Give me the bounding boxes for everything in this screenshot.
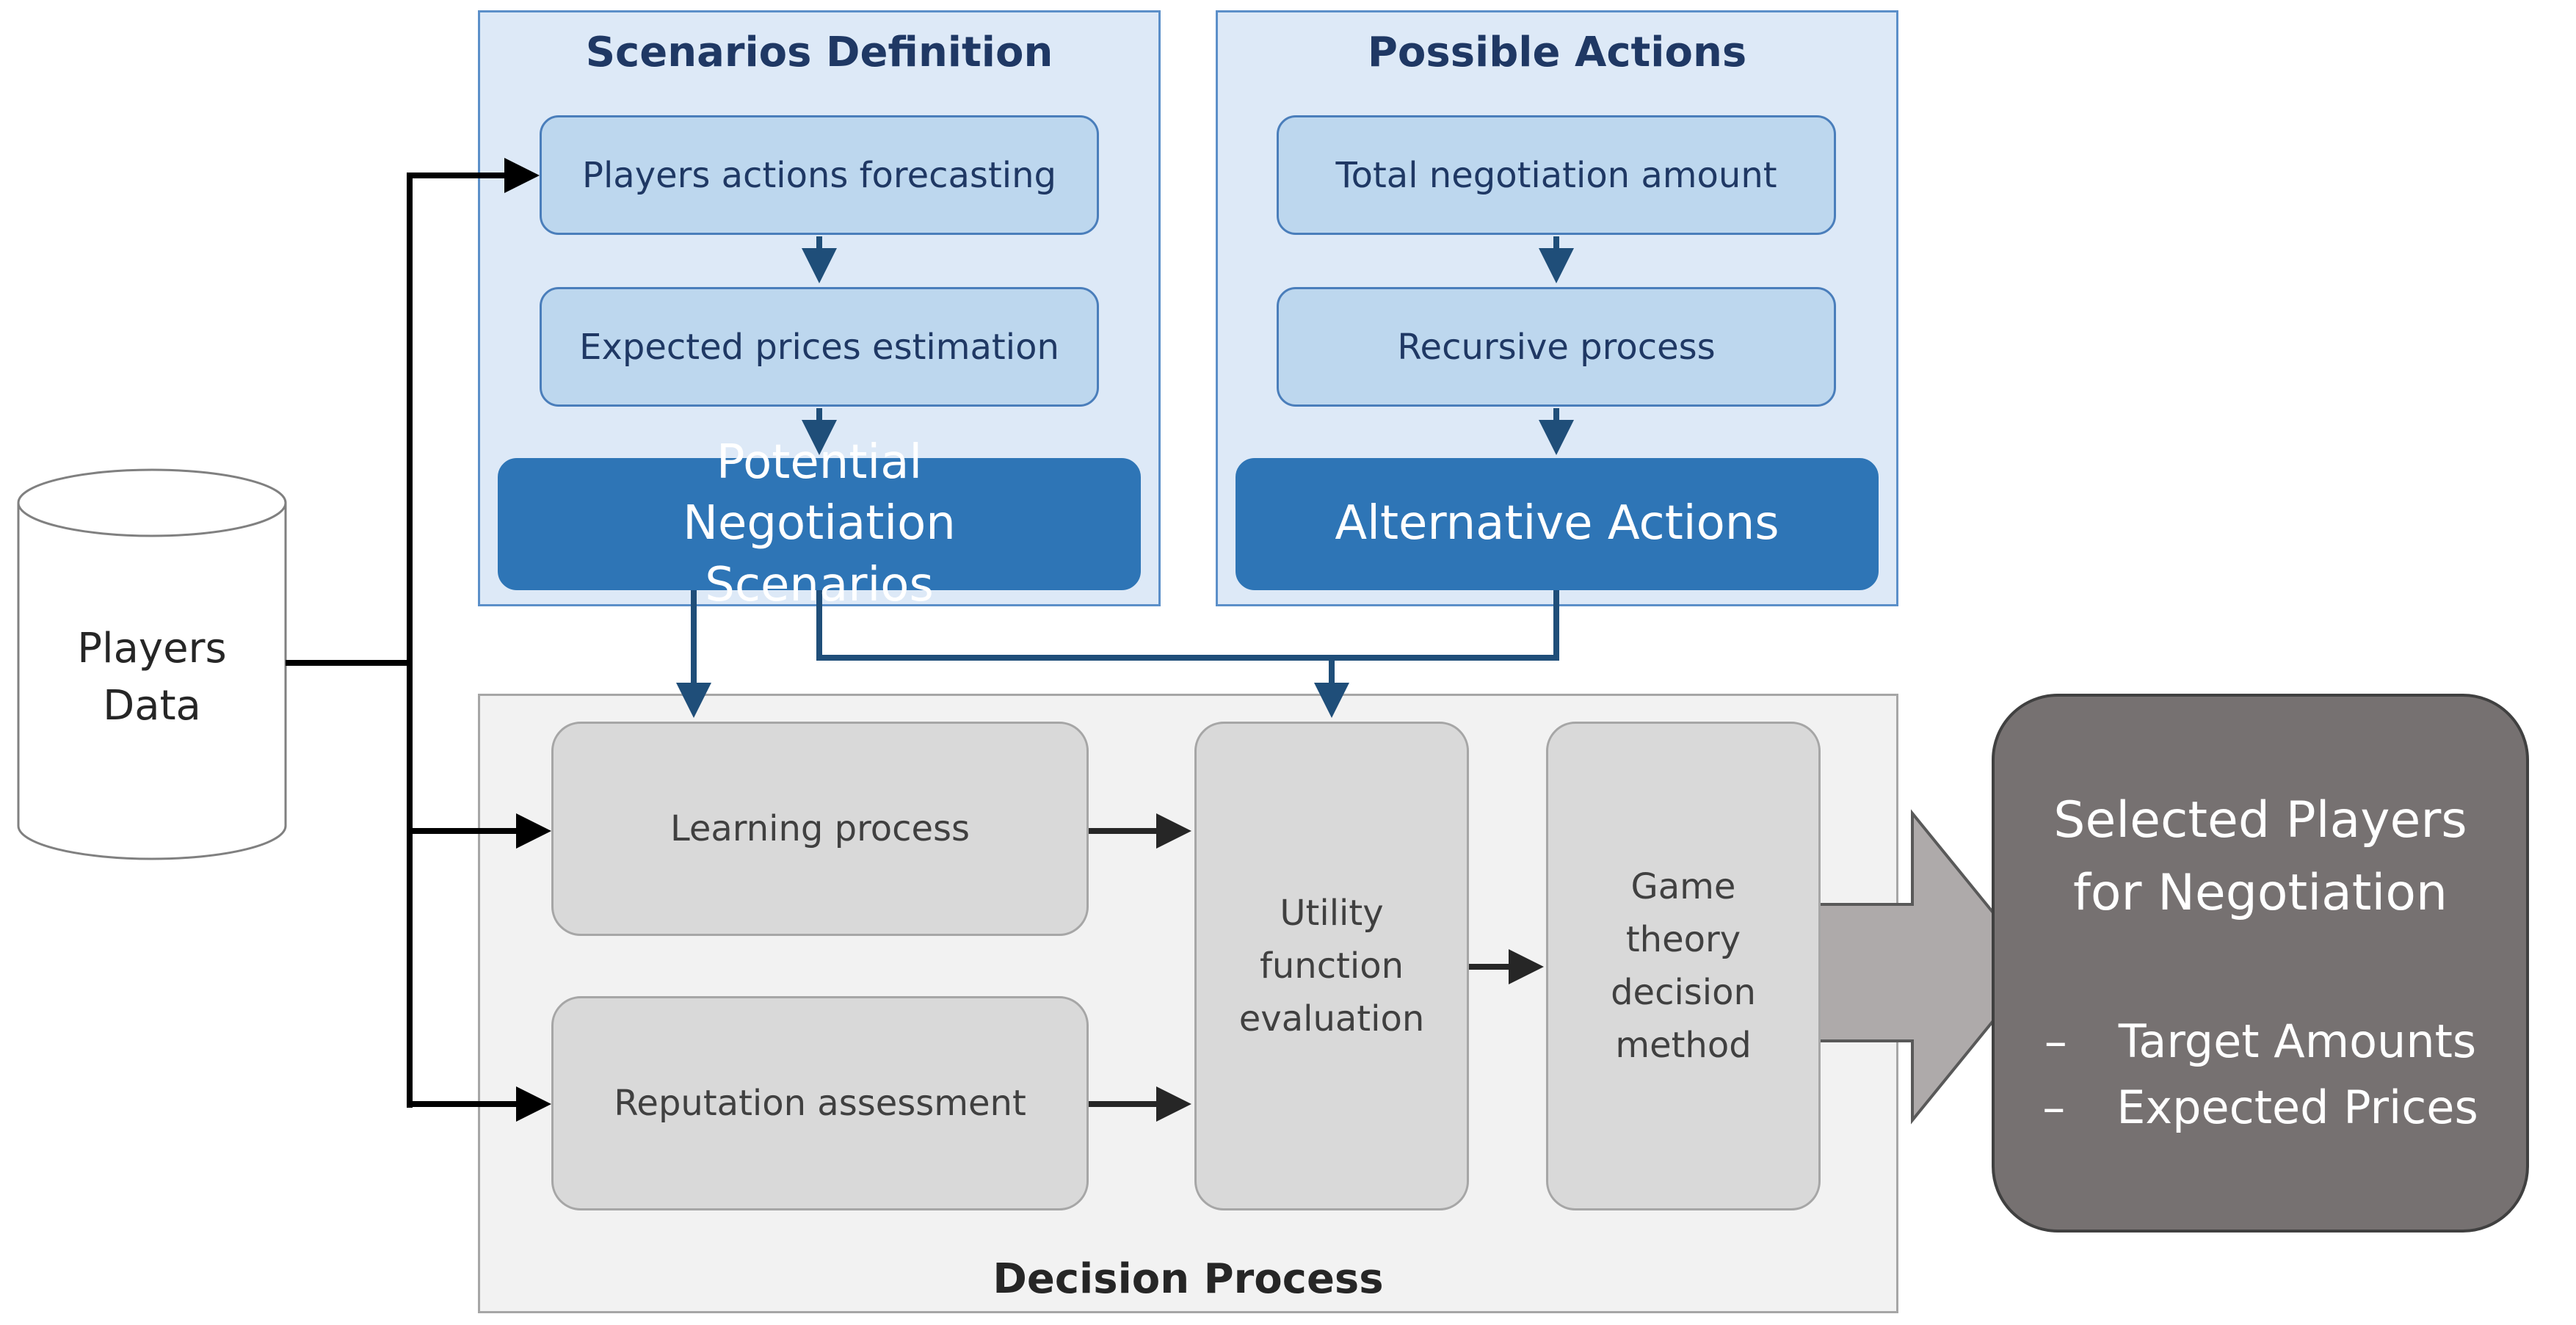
possible-actions-title: Possible Actions xyxy=(1367,29,1747,76)
recursive-process-box: Recursive process xyxy=(1277,287,1836,407)
decision-process-title: Decision Process xyxy=(993,1255,1384,1303)
game-theory-decision-method-box: Game theory decision method xyxy=(1546,722,1821,1210)
total-negotiation-amount-box: Total negotiation amount xyxy=(1277,115,1836,235)
bullet-marker: – xyxy=(2042,1080,2066,1134)
target-amounts-text: Target Amounts xyxy=(2118,1014,2477,1068)
data-feed-lines xyxy=(286,158,551,1122)
blue-flow-arrows xyxy=(676,236,1574,718)
expected-prices-text: Expected Prices xyxy=(2116,1080,2478,1134)
players-database-icon xyxy=(17,468,287,860)
reputation-assessment-box: Reputation assessment xyxy=(551,996,1089,1210)
alternative-actions-box: Alternative Actions xyxy=(1236,458,1879,590)
output-title: Selected Players for Negotiation xyxy=(2053,791,2467,922)
expected-prices-estimation-box: Expected prices estimation xyxy=(540,287,1099,407)
output-bullet-item: – Target Amounts xyxy=(1995,1009,2526,1075)
output-bullet-list: – Target Amounts – Expected Prices xyxy=(1995,1009,2526,1141)
bullet-marker: – xyxy=(2044,1014,2067,1068)
players-actions-forecasting-box: Players actions forecasting xyxy=(540,115,1099,235)
selected-players-output-box: Selected Players for Negotiation – Targe… xyxy=(1992,694,2529,1233)
utility-function-evaluation-box: Utility function evaluation xyxy=(1194,722,1469,1210)
learning-process-box: Learning process xyxy=(551,722,1089,936)
scenarios-definition-title: Scenarios Definition xyxy=(585,29,1053,76)
output-bullet-item: – Expected Prices xyxy=(1995,1075,2526,1141)
players-data-label: Players Data xyxy=(77,625,227,730)
potential-negotiation-scenarios-box: Potential Negotiation Scenarios xyxy=(498,435,1141,612)
decision-flow-arrows xyxy=(1089,813,1544,1122)
